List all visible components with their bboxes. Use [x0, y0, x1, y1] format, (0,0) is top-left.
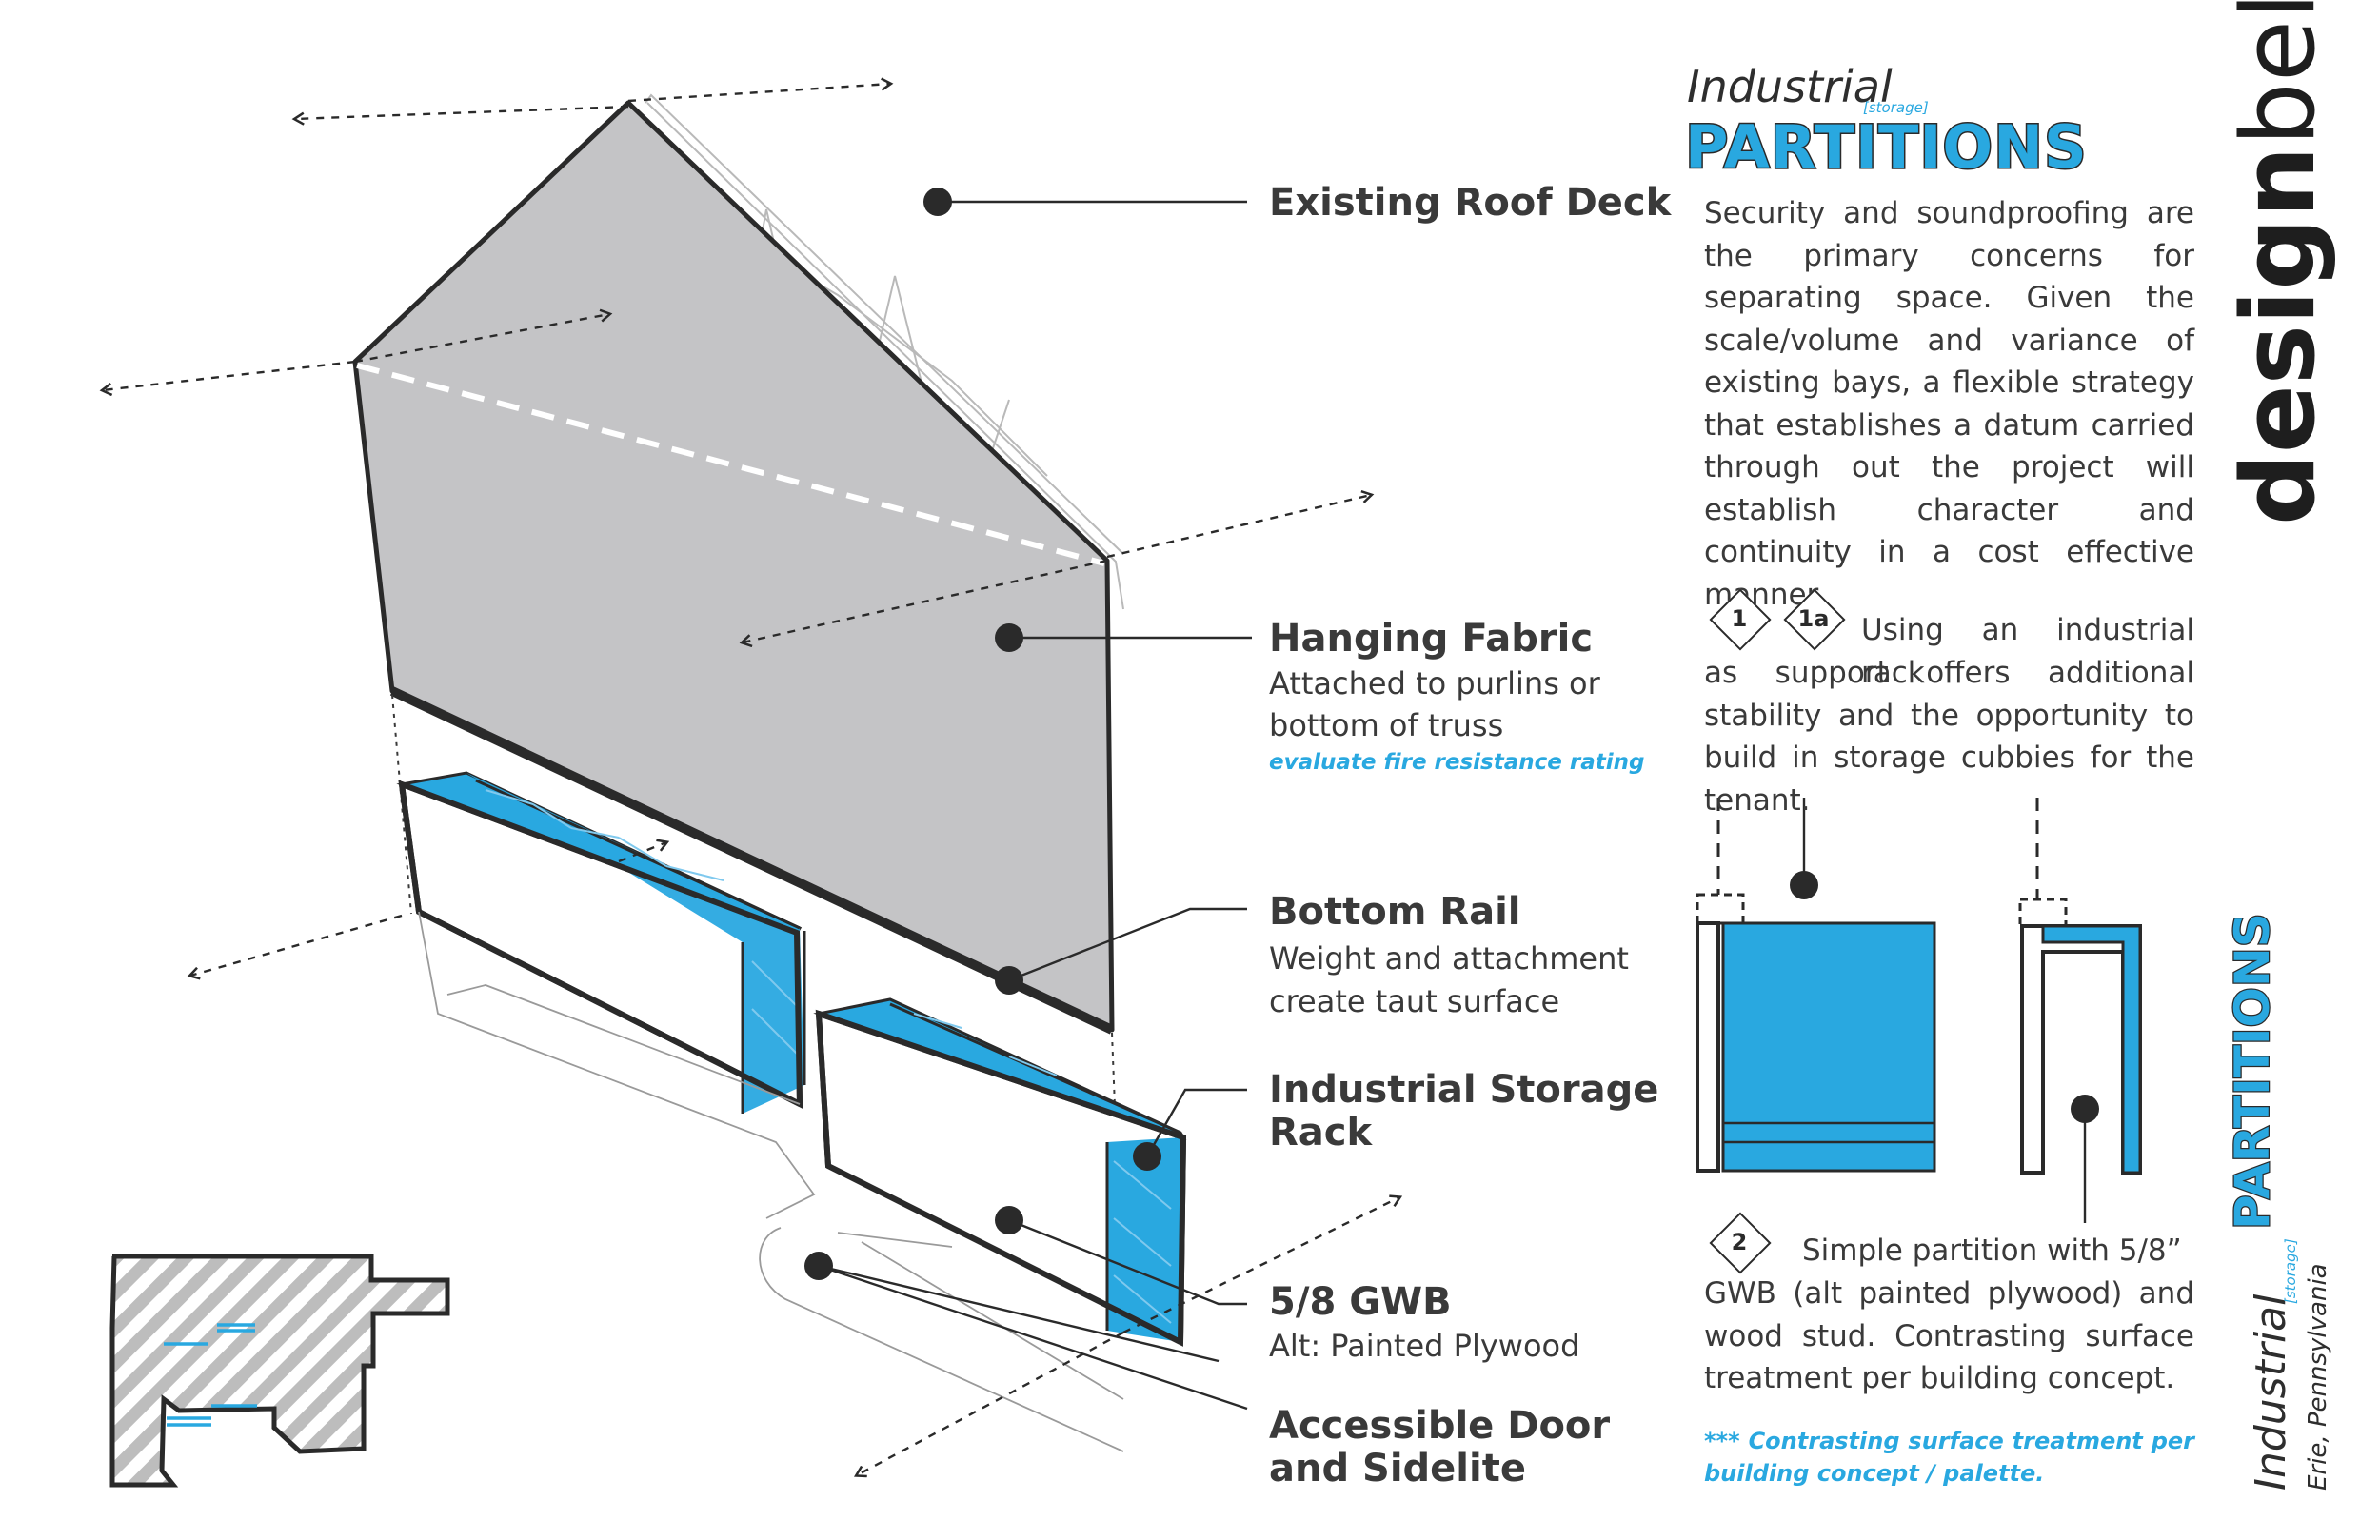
label-bottom-rail: Bottom Rail — [1269, 890, 1521, 934]
label-roof-deck: Existing Roof Deck — [1269, 181, 1672, 225]
brand-part1: design — [2220, 146, 2337, 525]
brand-part2: belt — [2220, 0, 2337, 147]
floor-outline — [418, 911, 1124, 1452]
option-1-lead: Using an industrial rack — [1861, 613, 2194, 690]
arrow-bottom-left — [857, 1331, 1124, 1475]
option-2-text: GWB (alt painted plywood) and wood stud.… — [1704, 1276, 2194, 1395]
badge-option-2-number: 2 — [1731, 1229, 1748, 1255]
storage-rack-front — [813, 997, 1187, 1347]
intro-paragraph: Security and soundproofing are the prima… — [1704, 196, 2194, 612]
label-bottom-rail-sub2: create taut surface — [1269, 983, 1560, 1019]
arrow-left-mid — [103, 360, 356, 390]
arrow-right-top — [1106, 495, 1371, 559]
bottom-rail-line — [389, 686, 1115, 1035]
header-title-sup: [storage] — [1863, 99, 1929, 116]
arrow-fabric-mid — [743, 559, 1108, 642]
dimension-arrows — [103, 84, 1399, 1475]
storage-rack-back — [396, 771, 806, 1114]
header-title-small: Industrial — [1687, 61, 1893, 112]
footnote: *** Contrasting surface treatment per bu… — [1704, 1428, 2194, 1487]
label-hanging-fabric: Hanging Fabric — [1269, 617, 1594, 661]
option-1-text: as support offers additional stability a… — [1704, 656, 2194, 818]
side-title-big: PARTITIONS — [2224, 912, 2282, 1231]
label-door-1: Accessible Door — [1269, 1404, 1611, 1448]
label-storage-rack-2: Rack — [1269, 1111, 1373, 1155]
label-door-2: and Sidelite — [1269, 1447, 1526, 1491]
label-storage-rack-1: Industrial Storage — [1269, 1068, 1659, 1112]
callout-dots — [804, 188, 1161, 1280]
label-hanging-fabric-sub2: bottom of truss — [1269, 707, 1504, 743]
label-gwb-sub: Alt: Painted Plywood — [1269, 1328, 1580, 1364]
detail-option-2 — [2018, 798, 2142, 1223]
projection-lines — [391, 694, 1124, 1329]
arrow-left-low — [190, 914, 403, 976]
callout-leaders — [818, 200, 1252, 1411]
purlin-dashed-line — [356, 363, 1105, 566]
arrow-roof-top-right — [627, 84, 890, 103]
option-2-lead: Simple partition with 5/8” — [1802, 1234, 2182, 1268]
side-title-small: Industrial — [2247, 1293, 2295, 1491]
key-plan — [109, 1254, 450, 1488]
arrow-roof-top — [295, 105, 629, 119]
badge-option-1-number: 1 — [1731, 605, 1748, 632]
badge-option-1a-number: 1a — [1797, 605, 1830, 632]
badge-option-1a: 1a — [1783, 588, 1846, 651]
arrow-center — [354, 314, 609, 364]
label-gwb: 5/8 GWB — [1269, 1280, 1452, 1324]
designbelt-logo: designbelt — [2220, 0, 2337, 525]
label-bottom-rail-sub1: Weight and attachment — [1269, 940, 1629, 977]
detail-option-1 — [1696, 798, 1936, 1173]
arrow-bottom-right — [1122, 1197, 1399, 1334]
header-title-big: PARTITIONS — [1684, 111, 2089, 184]
badge-option-2: 2 — [1709, 1212, 1772, 1274]
side-location: Erie, Pennsylvania — [2304, 1263, 2332, 1491]
label-hanging-fabric-note: evaluate fire resistance rating — [1269, 750, 1645, 775]
side-title-sup: [storage] — [2282, 1238, 2299, 1304]
badge-option-1: 1 — [1709, 588, 1772, 651]
label-hanging-fabric-sub1: Attached to purlins or — [1269, 665, 1600, 701]
